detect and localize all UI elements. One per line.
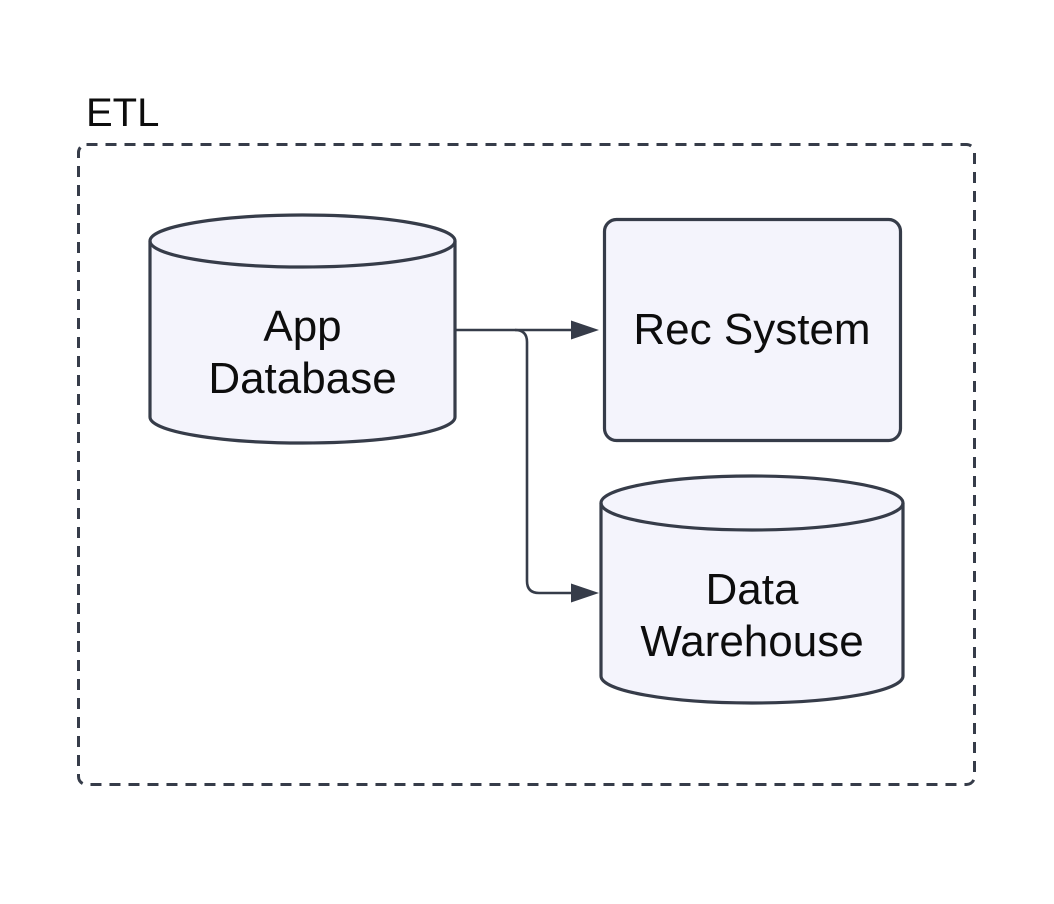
app-database-cylinder-top-rim: [148, 240, 457, 269]
data-warehouse-cylinder: [599, 474, 905, 705]
edge-appdb-to-warehouse: [514, 328, 572, 595]
rec-system-box: [602, 217, 903, 443]
rec-system-label-text: Rec System: [633, 304, 871, 354]
data-warehouse-cylinder-top-rim: [599, 502, 905, 532]
etl-group-border: [77, 143, 976, 786]
arrowhead-to-recsystem-icon: [571, 320, 599, 340]
data-warehouse-node: [599, 474, 905, 705]
arrowhead-to-warehouse-icon: [571, 583, 599, 603]
etl-group-label: ETL: [86, 91, 160, 135]
data-warehouse-label: Data Warehouse: [601, 564, 903, 668]
rec-system-label: Rec System: [604, 219, 900, 440]
app-database-label: App Database: [150, 301, 455, 405]
app-database-label-text: App Database: [208, 302, 397, 403]
app-database-node: [148, 213, 457, 445]
app-database-cylinder: [148, 213, 457, 445]
data-warehouse-label-text: Data Warehouse: [640, 565, 864, 666]
